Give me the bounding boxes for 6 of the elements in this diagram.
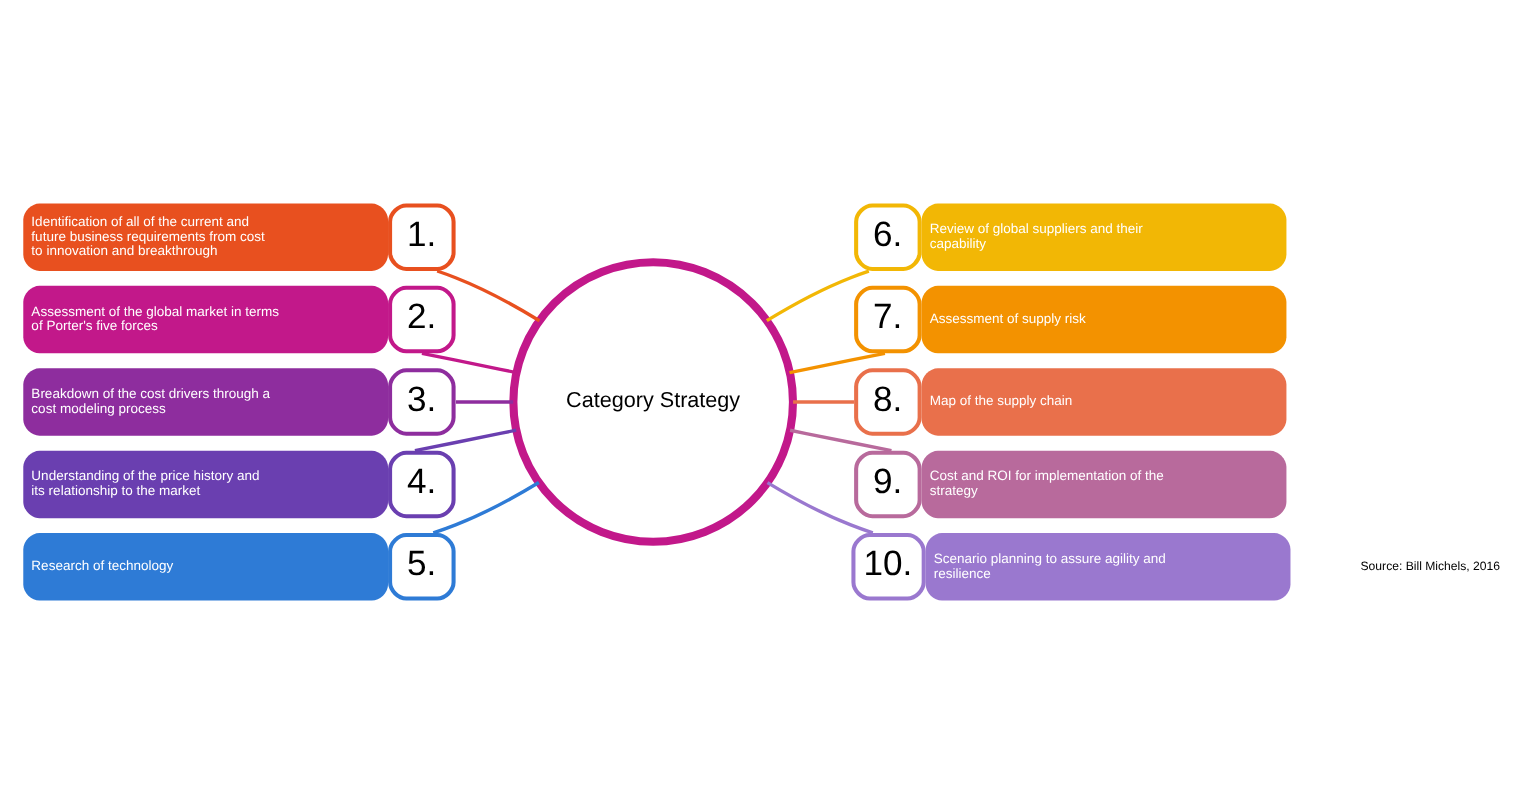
connector (421, 351, 517, 375)
connector (765, 269, 870, 323)
connector (455, 400, 514, 404)
connector (436, 269, 541, 323)
connector (793, 400, 854, 404)
node-circle: Category Strategy (509, 258, 798, 546)
